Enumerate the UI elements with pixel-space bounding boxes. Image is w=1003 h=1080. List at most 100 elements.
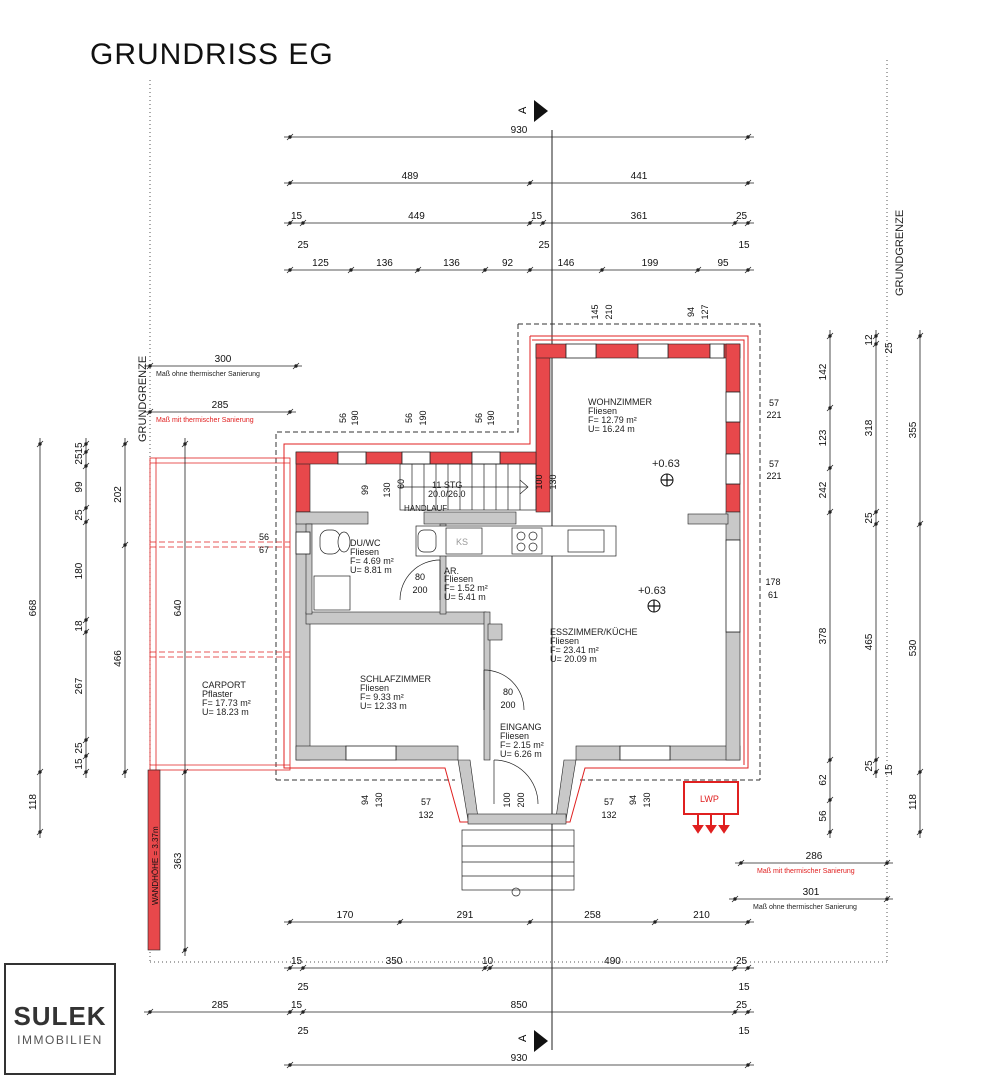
room-name-carport: CARPORT [202, 680, 246, 690]
dim-right-col-c-2: 118 [908, 794, 919, 810]
heat-pump-label: LWP [700, 794, 719, 804]
room-floor-duwc: Fliesen [350, 547, 379, 557]
window-label-19: 200 [412, 585, 427, 595]
dim-top-inner-below-0: 25 [297, 240, 309, 251]
dim-right-col-b-2: 25 [864, 512, 875, 524]
dim-bottom-row3-3: 25 [736, 1000, 748, 1011]
window-label-9: 190 [486, 410, 496, 425]
dim-left-col-b-1: 25 [74, 453, 85, 465]
dim-right-301-0: 301 [803, 887, 820, 898]
room-area-eingang: F= 2.15 m² [500, 740, 544, 750]
handrail-label: HANDLAUF [404, 504, 447, 513]
grenze-left: GRUNDGRENZE [137, 356, 149, 442]
window-label-7: 190 [418, 410, 428, 425]
dimension-lines [36, 133, 924, 1069]
room-floor-schlafzimmer: Fliesen [360, 683, 389, 693]
company-logo: SULEK IMMOBILIEN [4, 963, 116, 1075]
dim-top-openings-0: 125 [312, 258, 329, 269]
room-area-carport: F= 17.73 m² [202, 698, 251, 708]
room-area-ar: F= 1.52 m² [444, 583, 488, 593]
page-title: GRUNDRISS EG [90, 38, 334, 71]
dim-left-col-b-4: 180 [74, 562, 85, 579]
window-label-26: 60 [396, 479, 406, 489]
room-floor-eingang: Fliesen [500, 731, 529, 741]
dim-right-col-b-extra-1: 15 [884, 764, 895, 776]
dim-top-inner-3: 361 [631, 211, 648, 222]
window-label-33: 57 [604, 797, 614, 807]
dim-top-inner-below-2: 15 [738, 240, 750, 251]
window-label-35: 94 [628, 795, 638, 805]
room-area-duwc: F= 4.69 m² [350, 556, 394, 566]
dim-right-col-b-extra-0: 25 [884, 342, 895, 354]
window-label-21: 200 [500, 700, 515, 710]
dim-right-col-a-4: 62 [818, 774, 829, 786]
room-name-esszimmer: ESSZIMMER/KÜCHE [550, 627, 638, 637]
dim-right-286-0: 286 [806, 851, 823, 862]
dim-top-split-0: 489 [402, 171, 419, 182]
room-floor-ar: Fliesen [444, 574, 473, 584]
dim-top-inner-below-1: 25 [538, 240, 550, 251]
window-label-13: 221 [766, 471, 781, 481]
property-boundary [149, 60, 888, 963]
grenze-right: GRUNDGRENZE [894, 210, 906, 296]
window-label-32: 132 [418, 810, 433, 820]
dim-bottom-row2-below-1: 15 [738, 982, 750, 993]
dim-left-col-c-1: 466 [113, 650, 124, 667]
window-label-18: 80 [415, 572, 425, 582]
section-marker-top-label: A [517, 106, 529, 114]
dim-bottom-overall-0: 930 [511, 1053, 528, 1064]
dim-left-col-b-7: 25 [74, 742, 85, 754]
section-marker-top: A [517, 100, 548, 122]
room-floor-wohnzimmer: Fliesen [588, 406, 617, 416]
dim-top-inner-1: 449 [408, 211, 425, 222]
dim-top-openings-3: 92 [502, 258, 514, 269]
window-label-29: 94 [360, 795, 370, 805]
room-floor-carport: Pflaster [202, 689, 233, 699]
dim-bottom-row2-3: 490 [604, 956, 621, 967]
dim-bottom-row3-below-1: 15 [738, 1026, 750, 1037]
dim-right-col-c-1: 530 [908, 639, 919, 656]
window-label-2: 94 [686, 307, 696, 317]
dim-top-inner-4: 25 [736, 211, 748, 222]
window-label-30: 130 [374, 792, 384, 807]
window-label-8: 56 [474, 413, 484, 423]
note-with-left: Maß mit thermischer Sanierung [156, 417, 254, 424]
kitchen-counter [415, 525, 617, 557]
heat-pump [683, 781, 739, 834]
insulation-outline [283, 335, 749, 823]
window-label-24: 99 [360, 485, 370, 495]
dim-left-col-b-6: 267 [74, 677, 85, 694]
dim-left-col-a-0: 668 [28, 599, 39, 616]
dim-left-col-c-0: 202 [113, 486, 124, 503]
dim-top-openings-2: 136 [443, 258, 460, 269]
window-label-15: 67 [259, 545, 269, 555]
dim-right-col-a-1: 123 [818, 429, 829, 446]
room-area-schlafzimmer: F= 9.33 m² [360, 692, 404, 702]
window-label-34: 132 [601, 810, 616, 820]
room-name-wohnzimmer: WOHNZIMMER [588, 397, 652, 407]
section-marker-bottom-label: A [517, 1034, 529, 1042]
dim-bottom-row2-1: 350 [386, 956, 403, 967]
dim-left-col-b-3: 25 [74, 509, 85, 521]
dim-right-col-a-2: 242 [818, 481, 829, 498]
dim-right-col-c-0: 355 [908, 421, 919, 438]
window-label-16: 178 [765, 577, 780, 587]
room-perimeter-duwc: U= 8.81 m [350, 565, 392, 575]
room-floor-esszimmer: Fliesen [550, 636, 579, 646]
dim-left-col-d-0: 640 [173, 599, 184, 616]
logo-subtitle: IMMOBILIEN [17, 1033, 103, 1047]
entrance-steps [461, 829, 575, 897]
dim-right-col-b-3: 465 [864, 633, 875, 650]
dim-top-inner-0: 15 [291, 211, 303, 222]
room-perimeter-esszimmer: U= 20.09 m [550, 654, 597, 664]
window-label-28: 200 [516, 792, 526, 807]
dim-right-col-b-1: 318 [864, 419, 875, 436]
dim-left-col-b-2: 99 [74, 481, 85, 493]
dim-top-inner-2: 15 [531, 211, 543, 222]
dim-right-col-a-5: 56 [818, 810, 829, 822]
dim-top-openings-1: 136 [376, 258, 393, 269]
window-label-6: 56 [404, 413, 414, 423]
room-area-wohnzimmer: F= 12.79 m² [588, 415, 637, 425]
